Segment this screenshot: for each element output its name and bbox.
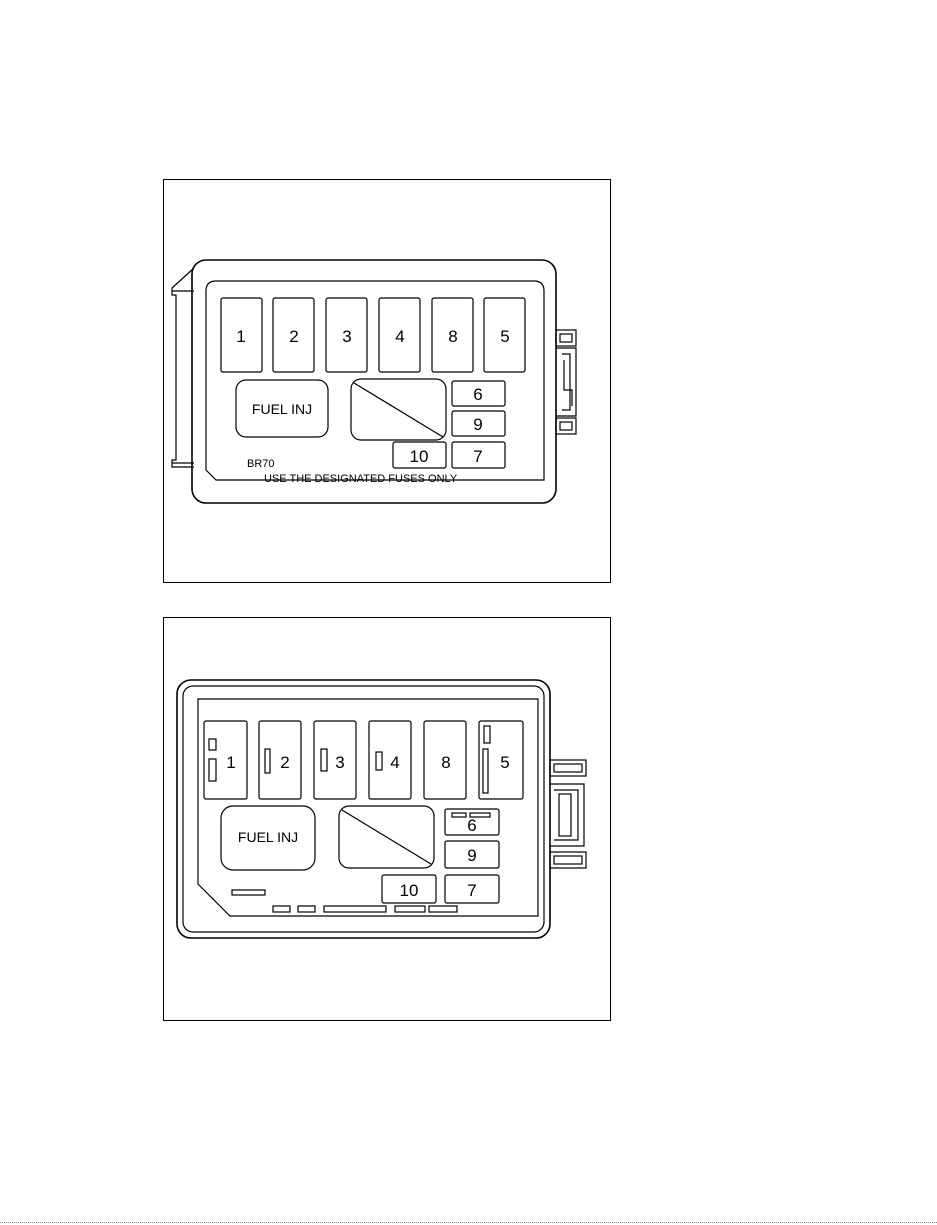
fuse-number-10: 10 <box>400 881 419 900</box>
fuse-number-3: 3 <box>342 327 351 346</box>
fuse-number-6: 6 <box>473 385 482 404</box>
obscured-code-label <box>232 890 265 895</box>
fuse-number-7: 7 <box>467 881 476 900</box>
fuse-number-6: 6 <box>467 816 476 835</box>
fuse-number-2: 2 <box>289 327 298 346</box>
fuse-box-footer: USE THE DESIGNATED FUSES ONLY <box>264 473 458 485</box>
fuse-row-top: 1 2 3 4 8 5 <box>221 298 525 372</box>
fuse-number-9: 9 <box>467 846 476 865</box>
fuse-row-bottom: 1 2 3 4 8 5 <box>204 721 523 799</box>
fuse-number-1: 1 <box>236 327 245 346</box>
fuse-number-9: 9 <box>473 415 482 434</box>
connector-tab-lower <box>556 418 576 434</box>
fuse-number-1: 1 <box>226 753 235 772</box>
fuel-inj-label: FUEL INJ <box>252 401 312 417</box>
fuse-box-diagram-bottom: 1 2 3 4 8 5 FUEL INJ 6 9 <box>163 617 611 1021</box>
fuel-inj-label: FUEL INJ <box>238 829 298 845</box>
fuse-box-diagram-top: 1 2 3 4 8 5 FUEL INJ 6 9 7 10 BR70 USE T… <box>163 179 611 583</box>
fuse-number-2: 2 <box>280 753 289 772</box>
fuse-box-inner-panel <box>198 699 538 916</box>
connector-tab-lower <box>550 852 586 868</box>
fuse-number-4: 4 <box>395 327 404 346</box>
fuse-number-8: 8 <box>448 327 457 346</box>
connector-tab-upper <box>556 330 576 346</box>
fuse-number-4: 4 <box>390 753 399 772</box>
fuse-number-5: 5 <box>500 327 509 346</box>
fuse-box-drawing-top: 1 2 3 4 8 5 FUEL INJ 6 9 7 10 BR70 USE T… <box>164 180 612 584</box>
page-bottom-rule <box>0 1222 937 1223</box>
fuse-number-8: 8 <box>441 753 450 772</box>
connector-tab-upper <box>550 760 586 776</box>
obscured-footer-label <box>273 906 457 912</box>
fuse-number-10: 10 <box>410 447 429 466</box>
fuse-box-drawing-bottom: 1 2 3 4 8 5 FUEL INJ 6 9 <box>164 618 612 1022</box>
connector-body <box>550 784 584 846</box>
fuse-box-code: BR70 <box>247 458 275 470</box>
fuse-number-3: 3 <box>335 753 344 772</box>
fuse-number-7: 7 <box>473 447 482 466</box>
connector-body <box>556 348 576 416</box>
fuse-number-5: 5 <box>500 753 509 772</box>
left-bracket <box>172 268 194 467</box>
